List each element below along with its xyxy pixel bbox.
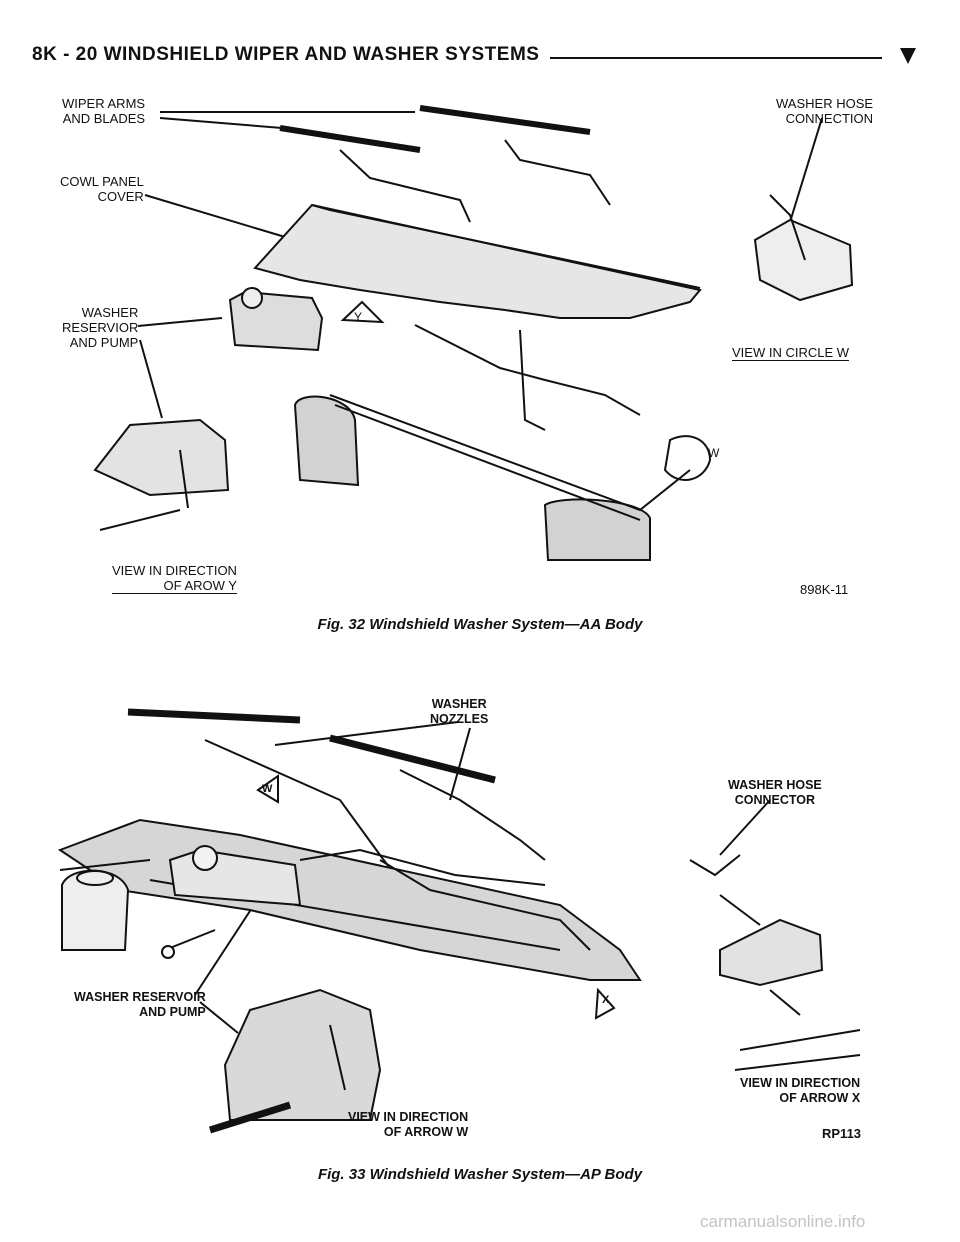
figure-33-illustration	[57, 708, 861, 1134]
label-cowl-panel: COWL PANEL COVER	[60, 174, 144, 204]
figure-32: WIPER ARMS AND BLADES COWL PANEL COVER W…	[60, 96, 874, 633]
label-view-arrow-y: VIEW IN DIRECTION OF AROW Y	[112, 563, 237, 594]
figure-code: RP113	[822, 1126, 862, 1141]
label-view-arrow-x: VIEW IN DIRECTION OF ARROW X	[740, 1076, 861, 1105]
watermark: carmanualsonline.info	[700, 1212, 866, 1231]
label-washer-reservoir-pump: WASHER RESERVOIR AND PUMP	[74, 990, 206, 1019]
label-washer-hose-connector: WASHER HOSE CONNECTOR	[728, 778, 822, 807]
figure-caption: Fig. 33 Windshield Washer System—AP Body	[317, 1166, 643, 1183]
label-washer-nozzles: WASHER NOZZLES	[430, 697, 489, 726]
page-title: 8K - 20 WINDSHIELD WIPER AND WASHER SYST…	[32, 44, 540, 65]
marker-w: W	[262, 783, 273, 795]
figure-code: 898K-11	[800, 582, 849, 597]
header-triangle-icon	[900, 48, 916, 64]
page-header: 8K - 20 WINDSHIELD WIPER AND WASHER SYST…	[32, 44, 932, 76]
header-rule	[550, 57, 882, 59]
figure-33: WASHER NOZZLES WASHER HOSE CONNECTOR WAS…	[0, 650, 960, 1210]
label-wiper-arms: WIPER ARMS AND BLADES	[62, 96, 146, 126]
marker-y: Y	[354, 310, 363, 324]
label-washer-hose-connection: WASHER HOSE CONNECTION	[776, 96, 874, 126]
figure-32-illustration	[93, 105, 854, 561]
label-washer-reservoir: WASHER RESERVIOR AND PUMP	[62, 305, 139, 350]
label-view-circle-w: VIEW IN CIRCLE W	[732, 345, 850, 361]
label-view-arrow-w: VIEW IN DIRECTION OF ARROW W	[348, 1110, 469, 1139]
figure-caption: Fig. 32 Windshield Washer System—AA Body	[317, 616, 643, 633]
marker-w: W	[708, 446, 720, 460]
marker-x: X	[602, 994, 610, 1006]
